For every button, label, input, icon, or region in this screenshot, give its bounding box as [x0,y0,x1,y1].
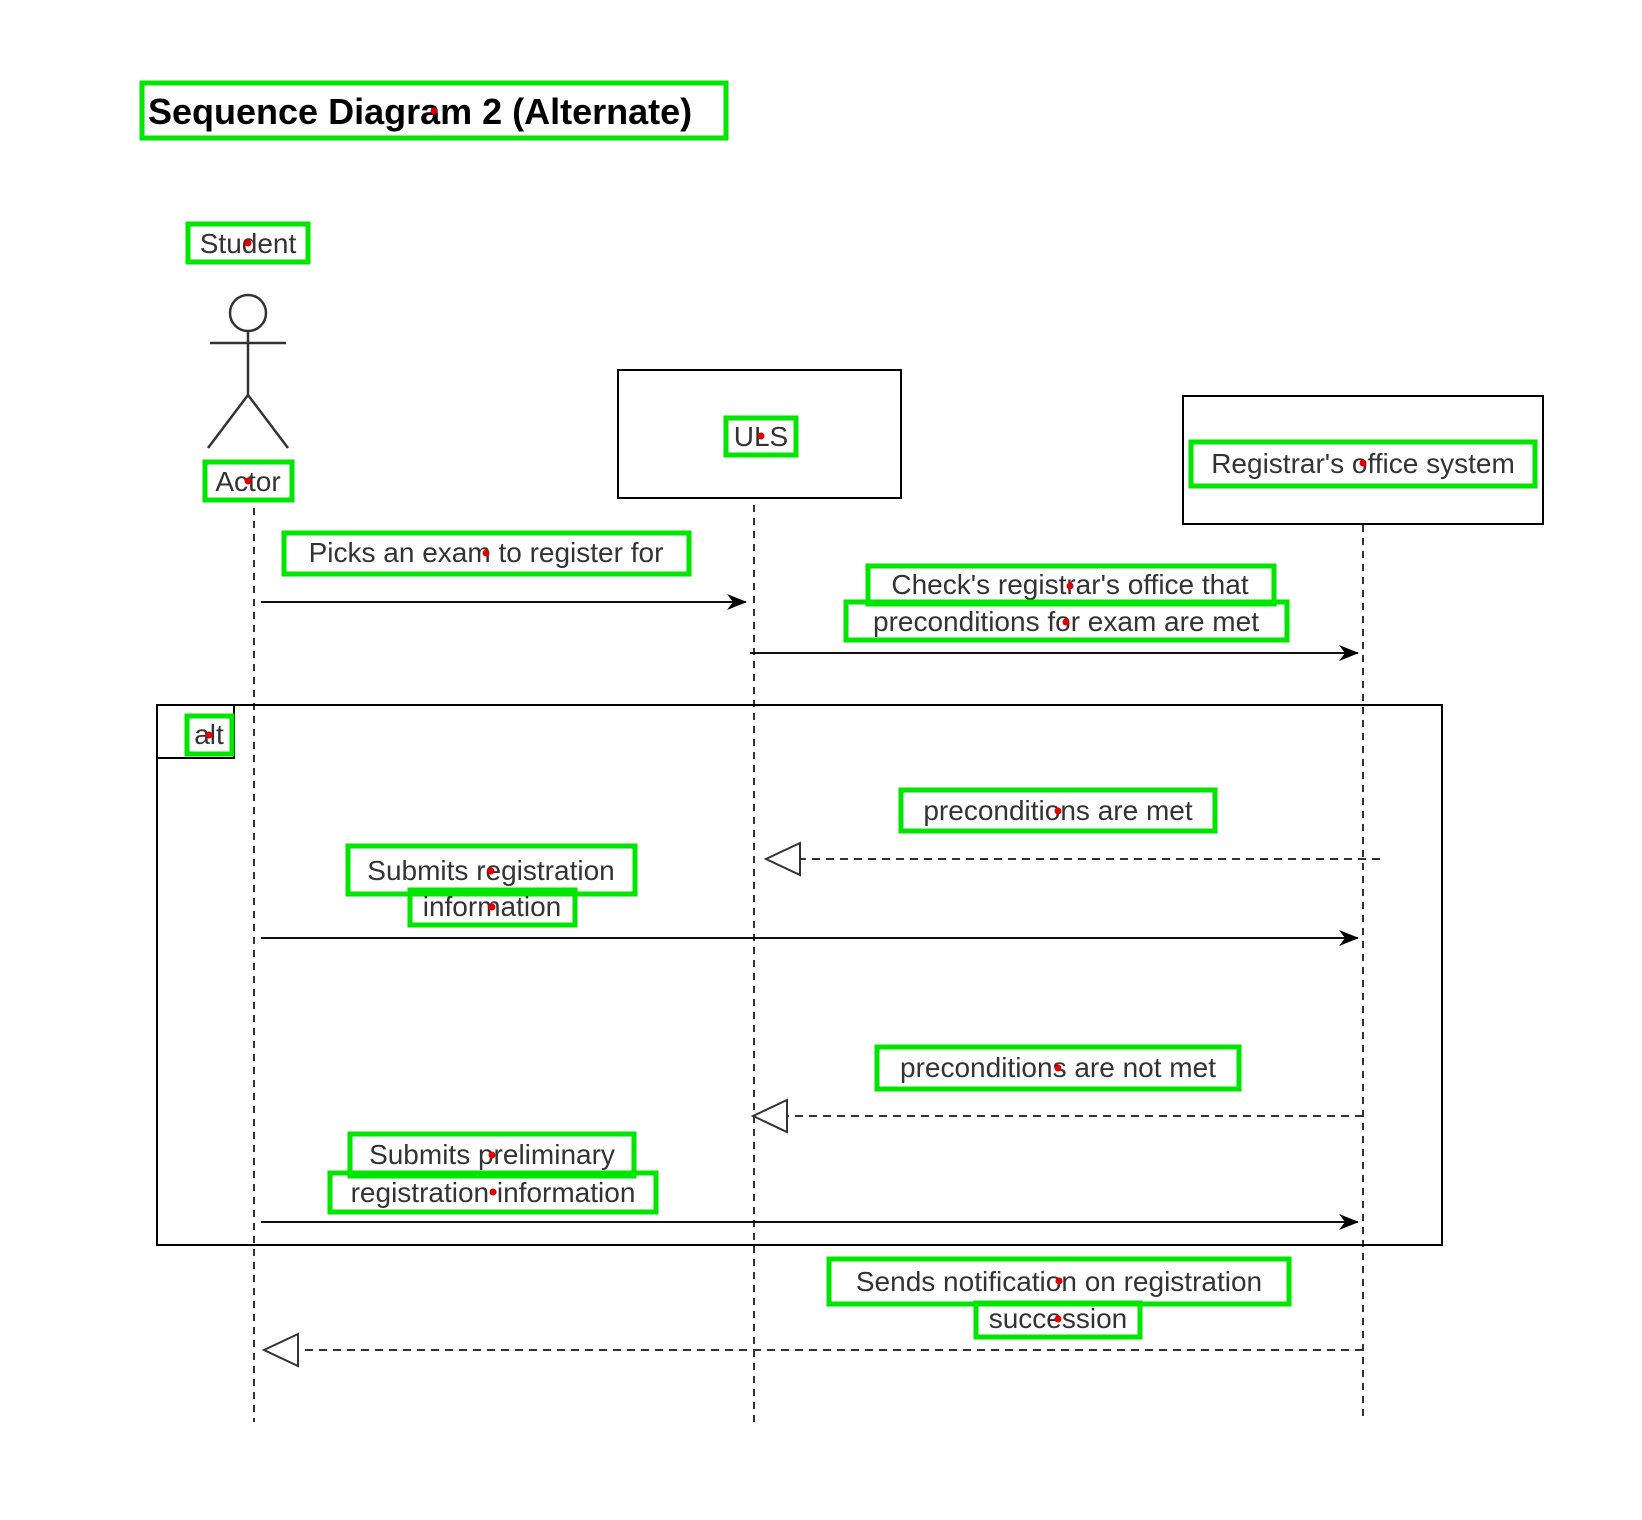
m5-annotation-dot [1054,1064,1062,1072]
m6-annotation-dot-2 [489,1188,497,1196]
stick-figure-icon [207,293,289,449]
m1-annotation-dot [482,549,490,557]
m7-annotation-dot-1 [1055,1277,1063,1285]
m2-annotation-dot-1 [1066,582,1074,590]
m7-annotation-box-2 [973,1300,1143,1340]
m1-annotation-box [281,530,692,577]
actor-annotation-dot [244,477,252,485]
alt-frame [156,704,1443,1246]
message-submits-preliminary: Submits preliminary registration informa… [261,1131,1359,1230]
registrar-annotation-box [1188,439,1538,489]
m7-open-arrowhead [261,1332,299,1368]
title-annotation-box [139,80,729,141]
uls-annotation-dot [757,432,765,440]
page-title: Sequence Diagram 2 (Alternate) [148,91,692,132]
diagram-title: Sequence Diagram 2 (Alternate) [139,80,729,141]
participant-student: Student Actor [185,221,311,503]
title-annotation-dot [430,107,438,115]
participant-registrar: Registrar's office system [1182,395,1544,525]
alt-annotation-box [184,713,235,757]
m5-open-arrowhead [750,1098,788,1134]
m6-annotation-box-2 [327,1170,659,1215]
m5-annotation-box [874,1044,1242,1092]
m4-annotation-box-2 [407,887,578,928]
m6-annotation-dot-1 [488,1151,496,1159]
uls-annotation-box [723,415,799,458]
message-preconditions-not-met: preconditions are not met [750,1044,1363,1134]
message-check-preconditions: Check's registrar's office that precondi… [750,563,1359,661]
m3-annotation-dot [1054,807,1062,815]
m7-annotation-dot-2 [1054,1315,1062,1323]
message-preconditions-met: preconditions are met [763,787,1380,877]
m4-annotation-box-1 [345,843,638,897]
student-annotation-dot [244,239,252,247]
message-sends-notification: Sends notification on registration succe… [261,1256,1363,1368]
m4-annotation-dot-1 [487,867,495,875]
m6-annotation-box-1 [347,1131,637,1179]
m3-annotation-box [898,787,1218,834]
participant-uls: ULS [617,369,902,499]
m2-annotation-dot-2 [1062,618,1070,626]
m4-annotation-dot-2 [488,903,496,911]
alt-annotation-dot [205,731,213,739]
registrar-box [1182,395,1544,525]
actor-annotation-box [202,459,295,503]
m2-annotation-box-2 [843,599,1290,643]
registrar-annotation-dot [1359,459,1367,467]
student-annotation-box [185,221,311,265]
m3-open-arrowhead [763,841,801,877]
message-submits-registration: Submits registration information [261,843,1359,946]
alt-fragment: alt [156,704,1443,1246]
message-picks-exam: Picks an exam to register for [261,530,747,610]
